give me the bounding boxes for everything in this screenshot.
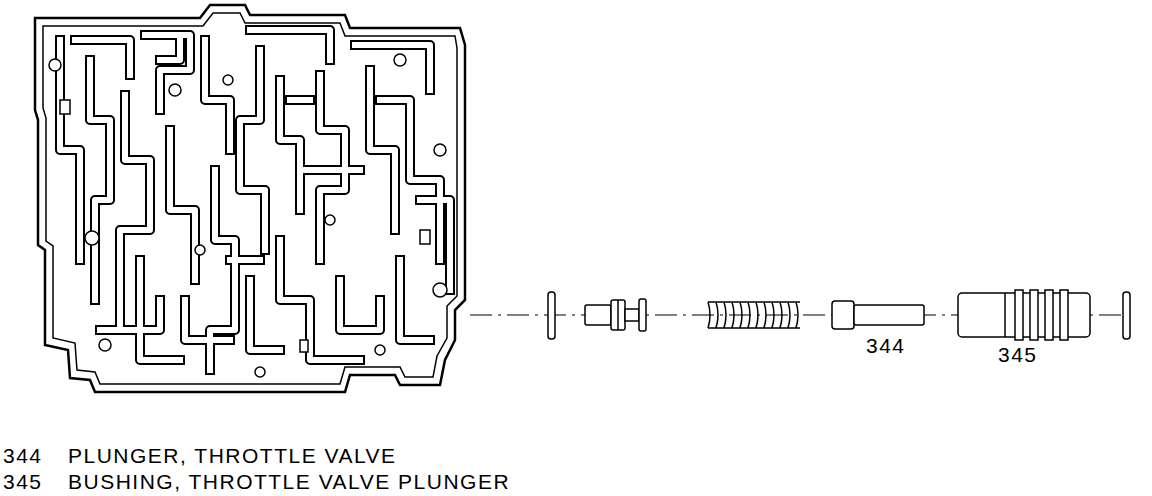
passage-outline [60, 30, 450, 370]
retainer-clip [1123, 292, 1130, 339]
throttle-valve [585, 299, 646, 331]
throttle-valve-plunger [832, 301, 924, 329]
passage-fill [60, 30, 450, 370]
plunger-bushing [958, 290, 1090, 340]
plate-inner-outline [43, 13, 457, 384]
plate-outline [35, 5, 465, 392]
part-name: BUSHING, THROTTLE VALVE PLUNGER [68, 470, 510, 494]
callout-number: 345 [998, 343, 1038, 367]
callout-number: 344 [866, 334, 906, 358]
spring [708, 302, 800, 328]
retainer-clip [548, 292, 555, 339]
part-name: PLUNGER, THROTTLE VALVE [68, 444, 397, 468]
callout-number: 345 [3, 470, 43, 494]
bolt-holes [49, 54, 447, 377]
callout-number: 344 [3, 444, 43, 468]
